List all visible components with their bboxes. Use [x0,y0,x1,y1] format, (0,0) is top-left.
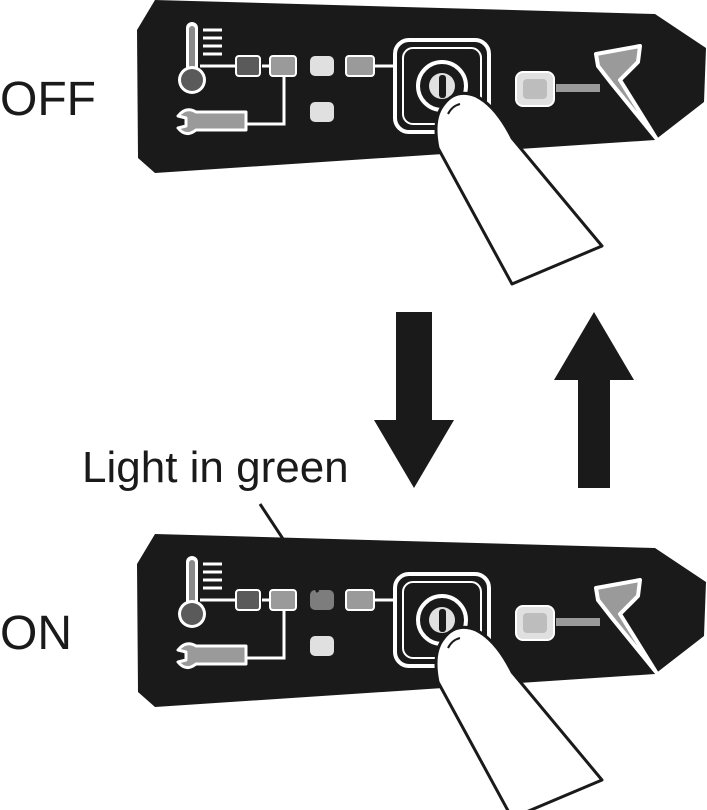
remote-panel-on [135,532,707,810]
green-light-indicator-off [310,56,334,76]
callout-leader-line [258,503,320,593]
state-on-label: ON [0,607,72,660]
arrow-up-icon [554,312,634,488]
green-light-indicator-on [310,590,334,610]
remote-panel-off [135,0,707,286]
state-off-label: OFF [0,73,96,126]
arrow-down-icon [374,312,454,488]
callout-label: Light in green [82,443,349,492]
